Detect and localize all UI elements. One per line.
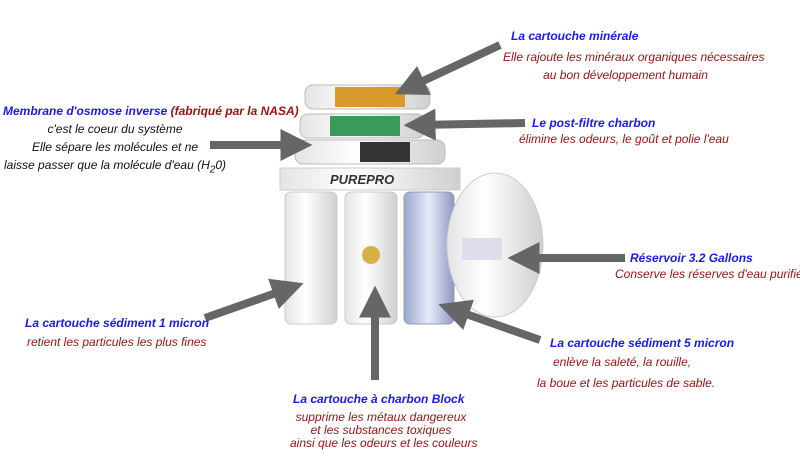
sediment1-title: La cartouche sédiment 1 micron — [25, 316, 210, 330]
sediment5-desc-2: la boue et les particules de sable. — [537, 376, 716, 390]
arrow-sediment5 — [438, 299, 542, 344]
sediment5-desc-1: enlève la saleté, la rouille, — [553, 355, 692, 369]
brand-logo: PUREPRO — [330, 172, 394, 187]
arrows — [203, 41, 625, 380]
arrow-mineral — [394, 41, 502, 96]
mineral-desc: Elle rajoute les minéraux organiques néc… — [503, 50, 765, 82]
membrane-title: Membrane d'osmose inverse (fabriqué par … — [3, 104, 299, 118]
mineral-label — [335, 87, 405, 107]
block-title: La cartouche à charbon Block — [293, 392, 465, 406]
reservoir-desc: Conserve les réserves d'eau purifiée — [615, 267, 800, 281]
postfilter-title: Le post-filtre charbon — [532, 116, 656, 130]
housing-sticker — [362, 246, 380, 264]
arrow-postfilter — [403, 108, 526, 141]
sediment-5-housing — [403, 191, 455, 325]
mineral-title: La cartouche minérale — [511, 29, 639, 43]
ro-system: PUREPRO — [279, 84, 544, 325]
pump — [360, 142, 410, 162]
post-filter-label — [330, 116, 400, 136]
sediment1-desc: retient les particules les plus fines — [27, 335, 207, 349]
reservoir-title: Réservoir 3.2 Gallons — [630, 251, 753, 265]
sediment-1-housing — [284, 191, 338, 325]
postfilter-desc: élimine les odeurs, le goût et polie l'e… — [519, 132, 729, 146]
tank-label — [462, 238, 502, 260]
arrow-sediment1 — [203, 278, 304, 322]
bracket — [279, 167, 461, 191]
sediment5-title: La cartouche sédiment 5 micron — [550, 336, 735, 350]
